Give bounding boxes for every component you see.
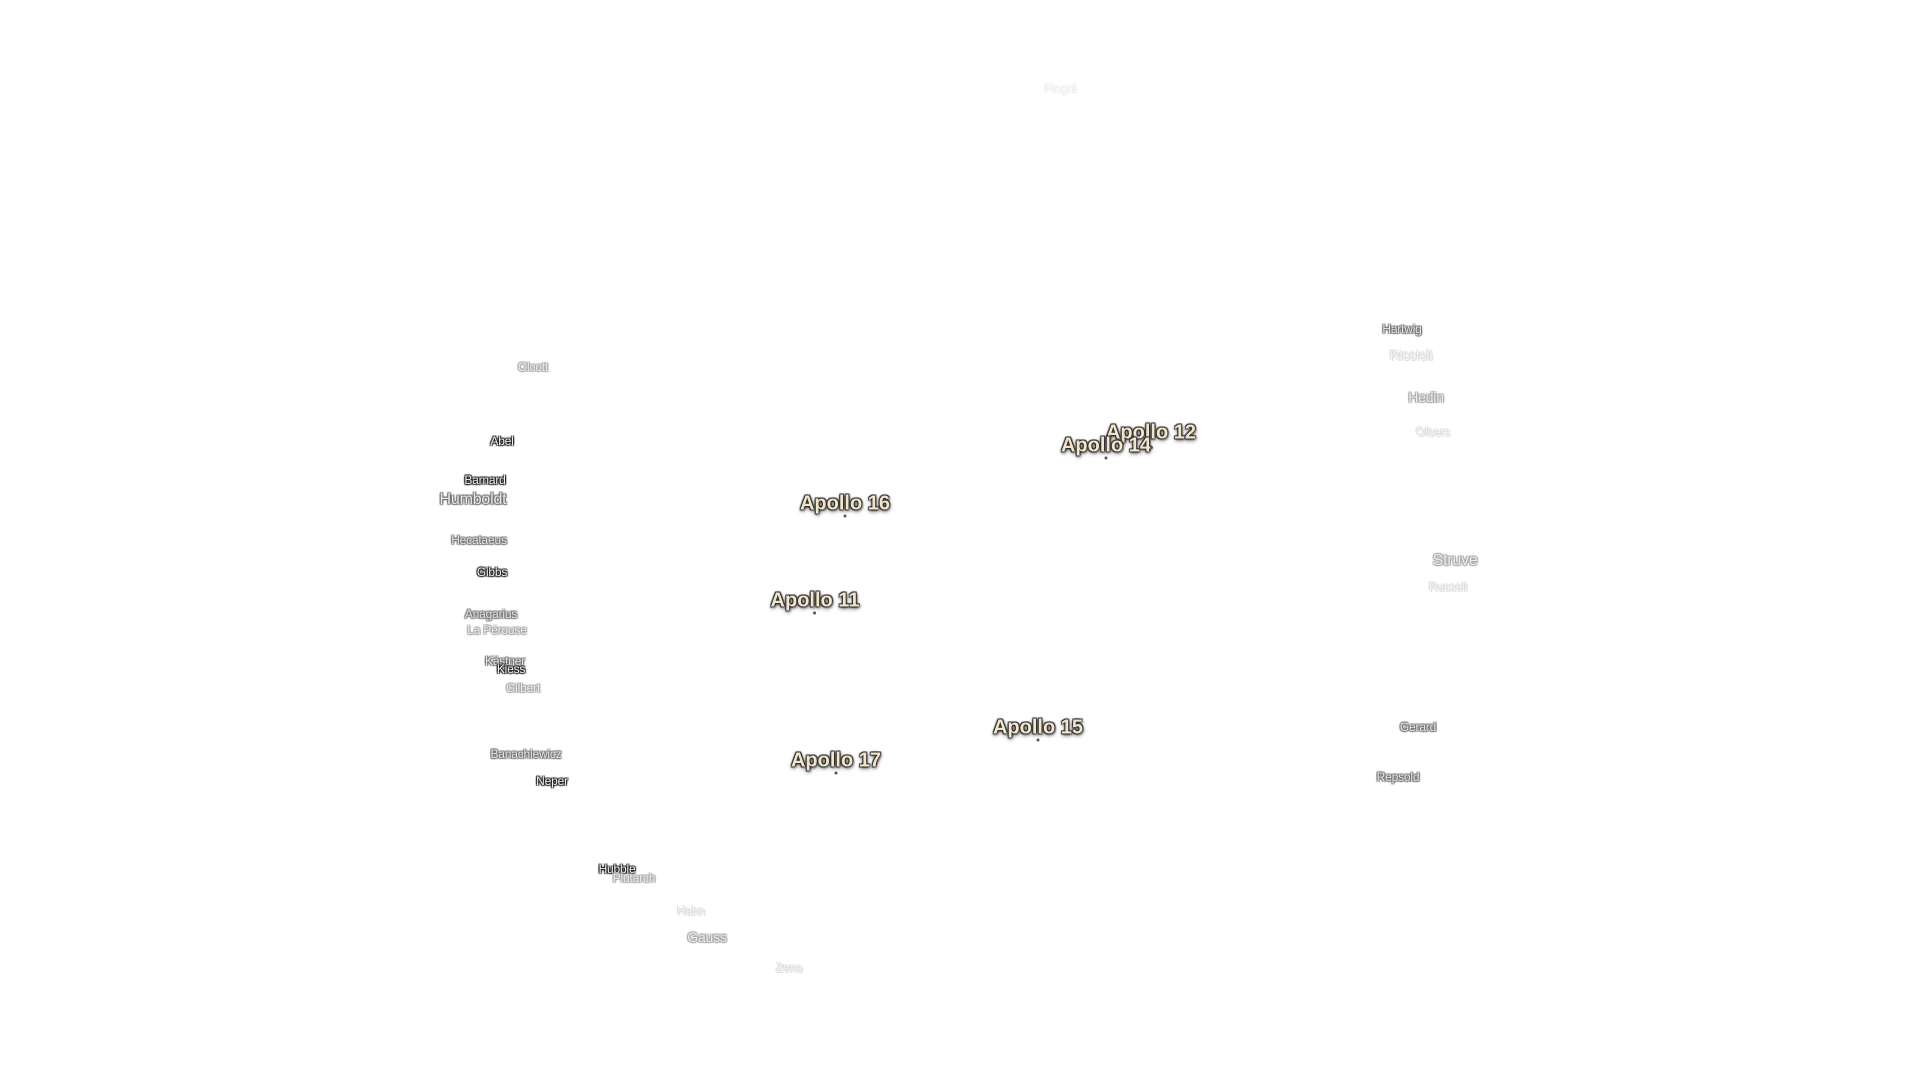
apollo-12-marker[interactable]: Apollo 12 xyxy=(1106,422,1196,445)
crater-label-olcott[interactable]: Olcott xyxy=(517,360,549,374)
crater-label-hartwig[interactable]: Hartwig xyxy=(1382,322,1422,336)
crater-label-la-perouse[interactable]: La Pérouse xyxy=(467,623,527,637)
crater-label-struve[interactable]: Struve xyxy=(1432,552,1478,569)
crater-label-olbers[interactable]: Olbers xyxy=(1415,425,1451,439)
crater-label-hubble[interactable]: Hubble xyxy=(598,862,636,876)
apollo-15-marker[interactable]: Apollo 15 xyxy=(992,716,1084,742)
crater-label-gauss[interactable]: Gauss xyxy=(687,929,727,945)
crater-label-banachiewicz[interactable]: Banachiewicz xyxy=(490,747,562,761)
crater-label-zeno[interactable]: Zeno xyxy=(775,961,803,975)
crater-label-gerard[interactable]: Gerard xyxy=(1399,720,1437,734)
apollo-17-marker[interactable]: Apollo 17 xyxy=(790,749,882,775)
apollo-11-marker[interactable]: Apollo 11 xyxy=(770,589,860,615)
crater-label-gilbert[interactable]: Gilbert xyxy=(506,681,540,695)
apollo-16-dot xyxy=(843,514,847,518)
apollo-14-label: Apollo 14 xyxy=(1060,434,1152,457)
crater-label-hecataeus[interactable]: Hecataeus xyxy=(451,533,507,547)
crater-label-kastner[interactable]: Kästner xyxy=(485,654,525,668)
apollo-15-label: Apollo 15 xyxy=(992,716,1084,739)
apollo-15-dot xyxy=(1036,738,1040,742)
apollo-12-label: Apollo 12 xyxy=(1105,421,1197,444)
crater-label-neper[interactable]: Neper xyxy=(536,774,568,788)
crater-label-plutarch[interactable]: Plutarch xyxy=(612,871,656,885)
crater-label-russell[interactable]: Russell xyxy=(1429,580,1467,594)
crater-label-kiess[interactable]: Kiess xyxy=(496,662,526,676)
apollo-12-dot xyxy=(1150,446,1153,449)
apollo-11-label: Apollo 11 xyxy=(770,589,860,612)
apollo-17-dot xyxy=(834,771,838,775)
apollo-17-label: Apollo 17 xyxy=(790,749,882,772)
crater-label-repsold[interactable]: Repsold xyxy=(1376,770,1420,784)
crater-label-abel[interactable]: Abel xyxy=(490,434,514,448)
crater-label-hahn[interactable]: Hahn xyxy=(677,904,705,918)
apollo-14-marker[interactable]: Apollo 14 xyxy=(1060,434,1152,460)
crater-label-humboldt[interactable]: Humboldt xyxy=(439,491,507,508)
crater-label-riccioli[interactable]: Riccioli xyxy=(1389,347,1433,363)
apollo-14-dot xyxy=(1104,456,1108,460)
apollo-16-label: Apollo 16 xyxy=(799,492,891,515)
crater-label-gibbs[interactable]: Gibbs xyxy=(476,565,508,579)
crater-label-hedin[interactable]: Hedin xyxy=(1408,389,1444,405)
crater-label-anagarius[interactable]: Anagarius xyxy=(464,607,518,621)
apollo-11-dot xyxy=(813,611,817,615)
apollo-16-marker[interactable]: Apollo 16 xyxy=(799,492,891,518)
crater-label-barnard[interactable]: Barnard xyxy=(464,473,506,487)
crater-label-pingre[interactable]: Pingré xyxy=(1043,81,1077,95)
